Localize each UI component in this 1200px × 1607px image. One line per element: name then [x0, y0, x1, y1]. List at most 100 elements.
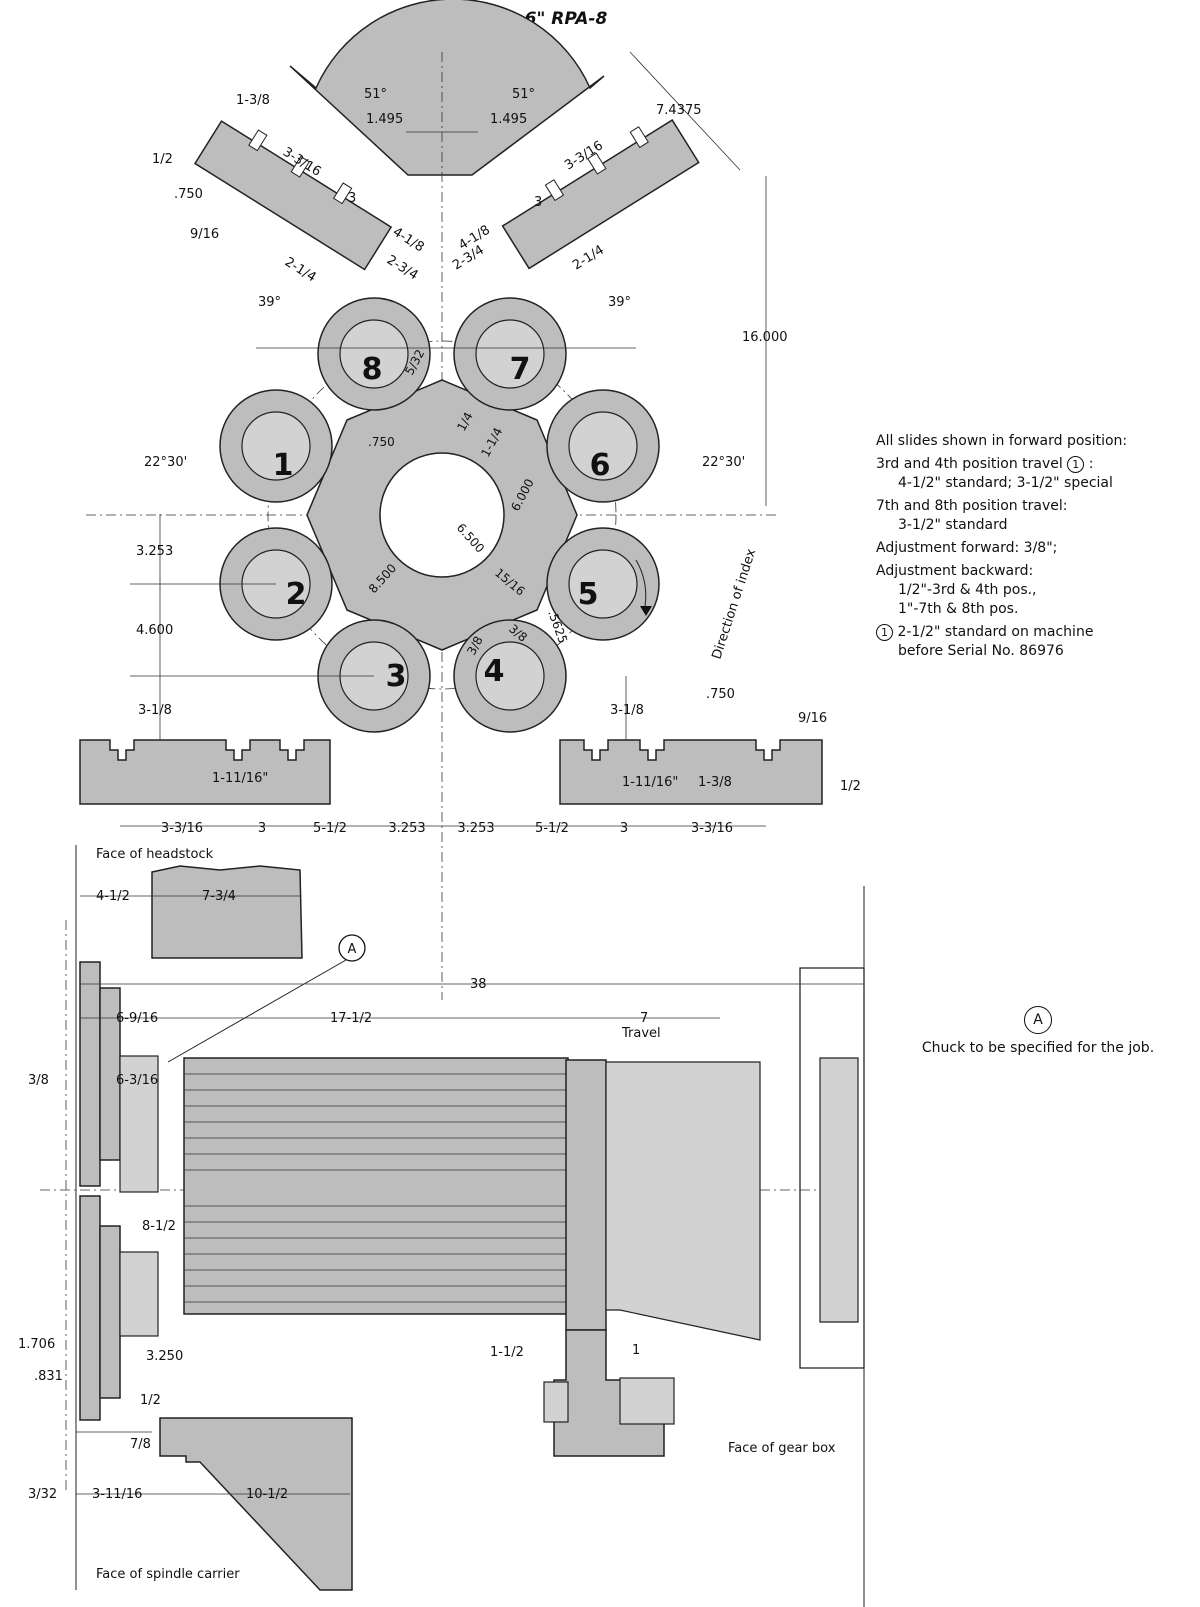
dim-6-9-16: 6-9/16: [116, 1011, 158, 1026]
top-v-block: [289, 0, 605, 176]
dim-38: 38: [470, 977, 487, 992]
dim-6-3-16: 6-3/16: [116, 1073, 158, 1088]
tool-block-top: [151, 865, 303, 959]
dim-3-250: 3.250: [146, 1349, 183, 1364]
dim-angle-39-left: 39°: [258, 295, 281, 310]
notes-heading: All slides shown in forward position:: [876, 433, 1128, 449]
marker-a-circle: [338, 934, 366, 962]
leader-a: [167, 959, 347, 1063]
dim-1-2-side: 1/2: [140, 1393, 161, 1408]
note-a-marker: A: [1024, 1006, 1052, 1034]
bottom-dimension-row: 3-3/16 3 5-1/2 3.253 3.253 5-1/2 3 3-3/1…: [161, 821, 733, 836]
dim-1-3-8-slide: 1-3/8: [698, 775, 732, 790]
slide-housing: [605, 1061, 761, 1341]
spindle-4: [453, 619, 567, 733]
note-line-1-end: :: [1088, 456, 1094, 472]
dim-3-8-side: 3/8: [28, 1073, 49, 1088]
pitch-circle: [267, 340, 617, 690]
tool-slide: [565, 1059, 607, 1331]
note-line-8: 1"-7th & 8th pos.: [898, 601, 1019, 617]
dim-1-1-2: 1-1/2: [490, 1345, 524, 1360]
dim-3-11-16: 3-11/16: [92, 1487, 142, 1502]
dim-1-2-top: 1/2: [152, 152, 173, 167]
note-a-text: Chuck to be specified for the job.: [921, 1040, 1155, 1056]
dim-750-center: .750: [368, 435, 395, 449]
dim-angle-right: 51°: [512, 87, 535, 102]
note-marker-1: 1: [1067, 456, 1085, 473]
dim-9-16-slide: 9/16: [798, 711, 827, 726]
dim-17-1-2: 17-1/2: [330, 1011, 372, 1026]
travel-label: Travel: [621, 1026, 661, 1041]
row-dim-8: 3-3/16: [691, 821, 733, 836]
station-label-1: 1: [273, 448, 294, 483]
bottom-slide-labels: 1-11/16" 1-11/16" 1-3/8 .750 9/16 1/2: [212, 687, 861, 794]
dim-8-1-2: 8-1/2: [142, 1219, 176, 1234]
dim-3-right: 3: [534, 195, 542, 210]
spindle-5: [546, 527, 660, 641]
row-dim-1: 3-3/16: [161, 821, 203, 836]
top-view-dimension-lines: [120, 51, 767, 827]
dim-750-top: .750: [174, 187, 203, 202]
station-label-4: 4: [484, 654, 505, 689]
dim-1: 1: [632, 1343, 640, 1358]
row-dim-5: 3.253: [457, 821, 494, 836]
dim-10-1-2: 10-1/2: [246, 1487, 288, 1502]
dim-750-slide: .750: [706, 687, 735, 702]
dim-1-3-8: 1-3/8: [236, 93, 270, 108]
notes-panel: All slides shown in forward position: 3r…: [876, 432, 1186, 665]
dim-16-000: 16.000: [742, 330, 788, 345]
station-label-5: 5: [578, 577, 599, 612]
dim-4-1-8-left: 4-1/8: [390, 225, 427, 256]
station-label-7: 7: [510, 352, 531, 387]
row-dim-7: 3: [620, 821, 628, 836]
note-marker-footnote: 1: [876, 624, 893, 641]
note-line-10: before Serial No. 86976: [898, 643, 1064, 659]
side-view-dimension-lines: [76, 895, 864, 1495]
dim-w-right: 1.495: [490, 112, 527, 127]
dim-3-1-8-left: 3-1/8: [138, 703, 172, 718]
main-spindle-body: [183, 1057, 569, 1315]
dim-7-travel: 7: [640, 1011, 648, 1026]
upper-left-slide: [193, 120, 393, 271]
dim-3-left: 3: [348, 191, 356, 206]
dim-831: .831: [34, 1369, 63, 1384]
note-line-9: 2-1/2" standard on machine: [897, 624, 1094, 640]
row-dim-4: 3.253: [388, 821, 425, 836]
note-line-1: 3rd and 4th position travel: [876, 456, 1063, 472]
row-dim-3: 5-1/2: [313, 821, 347, 836]
dim-1-11-16-left: 1-11/16": [212, 771, 268, 786]
dim-3-253: 3.253: [136, 544, 173, 559]
face-gearbox-label: Face of gear box: [728, 1441, 836, 1456]
note-adjust-back: Adjustment backward: 1/2"-3rd & 4th pos.…: [876, 562, 1186, 619]
note-line-5: Adjustment forward: 3/8";: [876, 540, 1058, 556]
dim-7-8: 7/8: [130, 1437, 151, 1452]
dim-angle-39-right: 39°: [608, 295, 631, 310]
spindle-group: [219, 297, 660, 733]
gearbox-hub: [819, 1057, 859, 1323]
dim-3-32: 3/32: [28, 1487, 57, 1502]
note-line-2: 4-1/2" standard; 3-1/2" special: [898, 475, 1113, 491]
dim-1-2-slide: 1/2: [840, 779, 861, 794]
gearbox-flange: [799, 967, 865, 1369]
dim-1-11-16-right: 1-11/16": [622, 775, 678, 790]
dim-7-3-4: 7-3/4: [202, 889, 236, 904]
face-spindle-carrier-label: Face of spindle carrier: [96, 1567, 240, 1582]
dim-7-4375: 7.4375: [656, 103, 702, 118]
lower-bracket: [159, 1417, 353, 1591]
direction-of-index: Direction of index: [710, 547, 760, 661]
dim-22-30-left: 22°30': [144, 455, 187, 470]
index-arrow-head: [640, 606, 652, 616]
station-label-3: 3: [386, 659, 407, 694]
station-label-2: 2: [286, 577, 307, 612]
spindle-6: [546, 389, 660, 503]
note-line-7: 1/2"-3rd & 4th pos.,: [898, 582, 1037, 598]
row-dim-6: 5-1/2: [535, 821, 569, 836]
dim-2-1-4-left: 2-1/4: [282, 255, 319, 286]
dim-angle-left: 51°: [364, 87, 387, 102]
spindle-8: [317, 297, 431, 411]
bottom-right-slide: [559, 739, 823, 805]
slide-end-cap: [619, 1377, 675, 1425]
side-view-labels: Face of headstock 4-1/2 7-3/4 38 6-9/16 …: [18, 847, 836, 1582]
slide-left-cap: [543, 1381, 569, 1423]
